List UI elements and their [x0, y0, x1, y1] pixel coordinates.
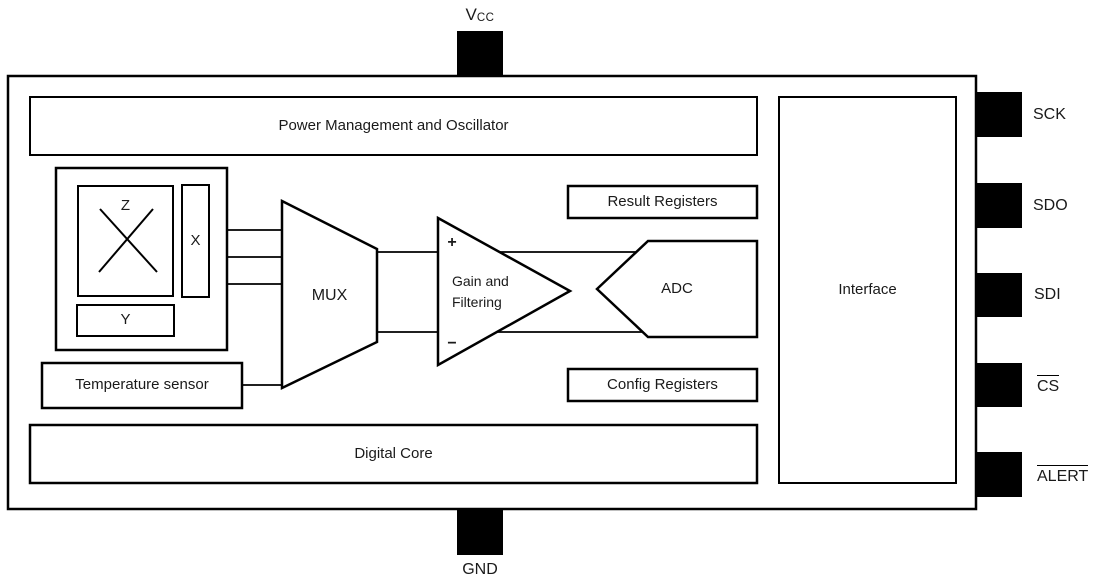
result-registers-block	[566, 184, 759, 220]
z-cell-label: Z	[120, 196, 131, 214]
adc-label: ADC	[661, 279, 693, 297]
z-cross-line-2	[98, 208, 154, 273]
cs-label-text: CS	[1037, 374, 1060, 396]
temperature-sensor-label: Temperature sensor	[75, 376, 209, 394]
interface-label: Interface	[838, 280, 897, 298]
alert-label: ALERT	[1037, 461, 1100, 489]
vcc-label-main: V	[465, 4, 477, 24]
adc-shape	[595, 239, 759, 339]
config-registers-block	[566, 367, 759, 403]
y-cell	[76, 304, 175, 337]
mux-label: MUX	[311, 286, 348, 304]
sdi-pin	[977, 273, 1022, 317]
sck-pin	[977, 92, 1022, 137]
power-block-label: Power Management and Oscillator	[278, 116, 509, 134]
amp-plus-sign: +	[447, 234, 457, 252]
x-cell-label: X	[190, 231, 201, 249]
amplifier-label-line2: Filtering	[452, 294, 502, 310]
y-cell-label: Y	[120, 311, 131, 329]
amp-minus-sign: −	[447, 335, 457, 353]
power-block	[29, 96, 758, 156]
sck-label: SCK	[1033, 106, 1066, 124]
z-cross-line-1	[99, 208, 158, 273]
sdo-label: SDO	[1033, 197, 1068, 215]
mux-shape	[280, 198, 379, 390]
digital-core-label: Digital Core	[354, 444, 433, 462]
amplifier-label-line1: Gain and	[452, 273, 509, 289]
x-cell	[181, 184, 210, 298]
amplifier-shape	[436, 215, 573, 368]
result-registers-label: Result Registers	[607, 192, 718, 210]
temperature-sensor-block	[40, 361, 244, 410]
sdi-label: SDI	[1034, 286, 1061, 304]
cs-pin	[977, 363, 1022, 407]
vcc-label-sub: CC	[476, 11, 495, 24]
interface-block	[778, 96, 957, 484]
alert-pin	[977, 452, 1022, 497]
vcc-pin	[457, 31, 503, 76]
config-registers-label: Config Registers	[607, 375, 718, 393]
gnd-pin	[457, 509, 503, 555]
gnd-label: GND	[462, 561, 498, 579]
alert-label-text: ALERT	[1037, 464, 1089, 486]
digital-core-block	[28, 423, 759, 485]
cs-label: CS	[1037, 371, 1100, 399]
sdo-pin	[977, 183, 1022, 228]
amplifier-label: Gain and Filtering	[452, 271, 542, 315]
